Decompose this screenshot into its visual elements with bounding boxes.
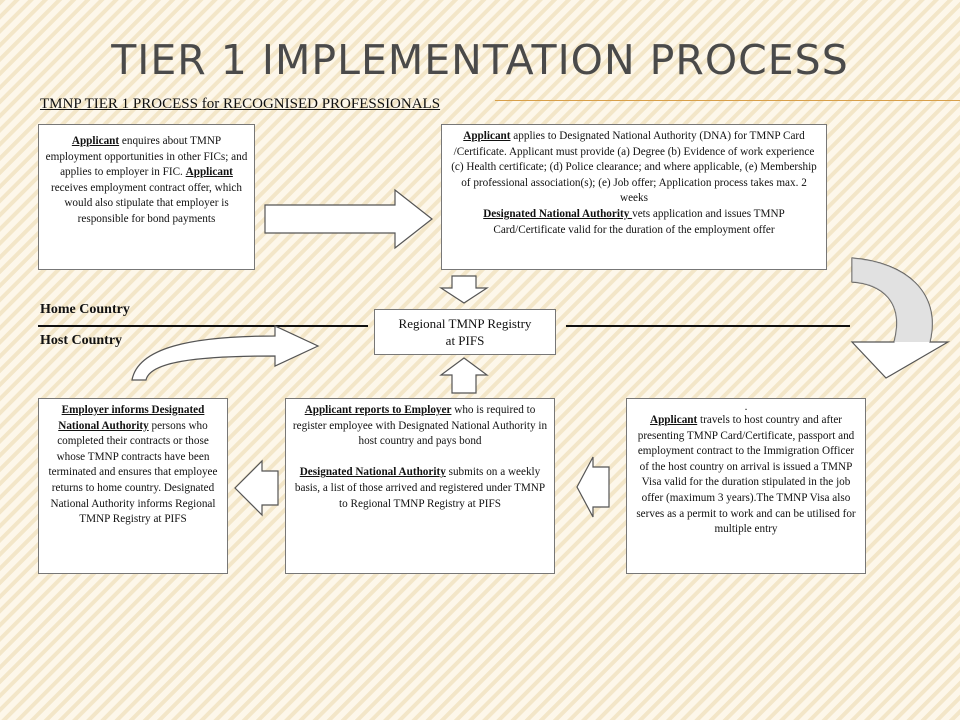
step-box-travel: . Applicant travels to host country and … — [626, 398, 866, 574]
step-lead: Designated National Authority — [299, 466, 446, 479]
step-lead: Applicant — [71, 135, 120, 147]
step-box-dna-application: Applicant applies to Designated National… — [441, 124, 827, 270]
regional-registry-box: Regional TMNP Registry at PIFS — [374, 309, 556, 355]
step-lead: Employer informs Designated National Aut… — [58, 404, 205, 432]
title-divider — [495, 100, 960, 101]
slide-title: TIER 1 IMPLEMENTATION PROCESS — [111, 36, 849, 84]
step-text: applies to Designated National Authority… — [451, 130, 817, 205]
registry-line: at PIFS — [445, 333, 485, 348]
registry-line: Regional TMNP Registry — [398, 316, 532, 331]
country-divider-left — [38, 325, 368, 327]
step-box-enquiry: Applicant enquires about TMNP employment… — [38, 124, 255, 270]
step-lead: Applicant — [185, 166, 233, 179]
step-text: receives employment contract offer, whic… — [50, 181, 242, 225]
step-text: enquires about TMNP employment opportuni… — [45, 135, 248, 179]
step-dot: . — [744, 401, 748, 413]
step-text: submits on a weekly basis, a list of tho… — [294, 466, 546, 510]
step-text: persons who completed their contracts or… — [48, 419, 218, 526]
home-country-label: Home Country — [40, 302, 130, 317]
step-box-employer-informs: Employer informs Designated National Aut… — [38, 398, 228, 574]
country-divider-right — [566, 325, 850, 327]
step-box-report: Applicant reports to Employer who is req… — [285, 398, 555, 574]
step-lead: Designated National Authority — [483, 207, 633, 220]
step-text: who is required to register employee wit… — [292, 404, 548, 448]
step-lead: Applicant reports to Employer — [304, 404, 452, 416]
step-text: travels to host country and after presen… — [636, 414, 856, 536]
step-lead: Applicant — [649, 414, 698, 426]
host-country-label: Host Country — [40, 333, 123, 348]
process-subtitle: TMNP TIER 1 PROCESS for RECOGNISED PROFE… — [40, 96, 441, 112]
step-text: vets application and issues TMNP Card/Ce… — [493, 207, 785, 236]
step-lead: Applicant — [463, 130, 511, 142]
